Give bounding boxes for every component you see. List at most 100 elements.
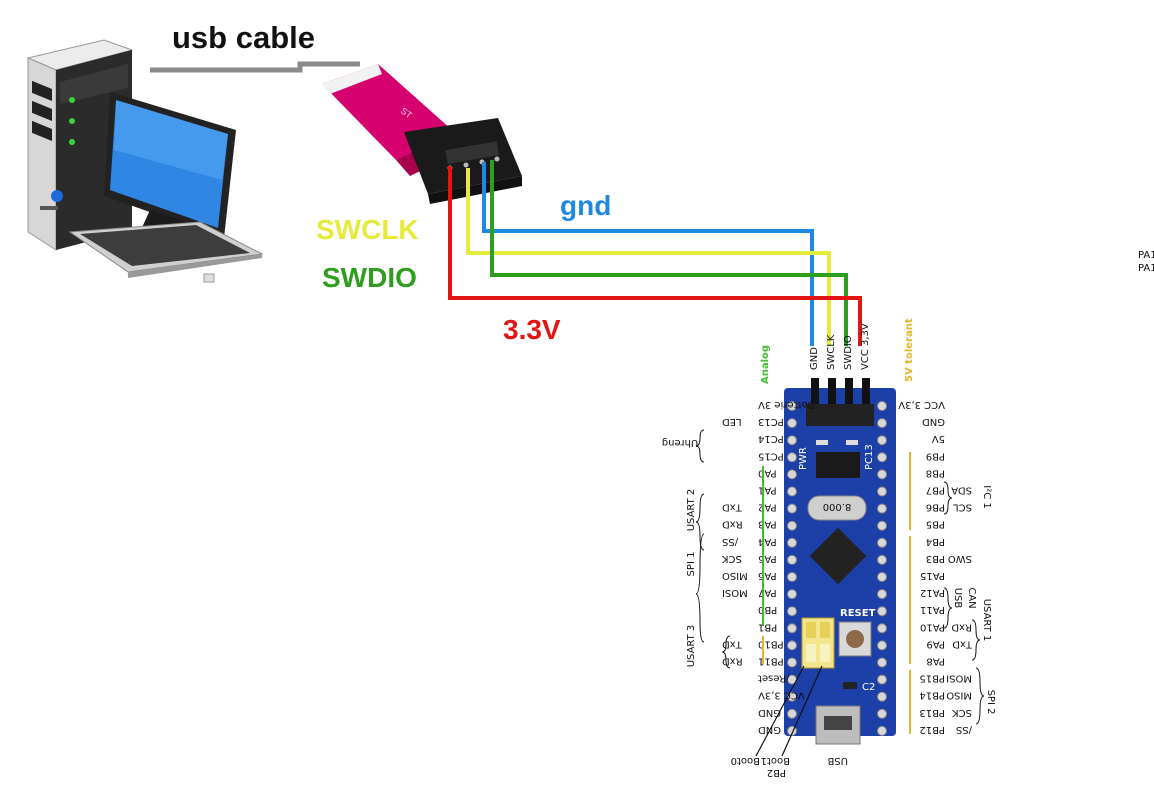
right-pin-label: GND [922, 416, 945, 427]
right-pin-label: PB3 [926, 553, 945, 564]
header-pin-labels: GND SWCLK SWDIO VCC 3,3V [809, 323, 871, 370]
left-pin-label: GND [758, 707, 781, 718]
usb-cable-label: usb cable [172, 20, 315, 55]
pwr-mark: PWR [798, 447, 809, 470]
left-pin-label: PA4 [758, 536, 777, 547]
right-pin-hole [877, 520, 887, 531]
left-pin-hole [787, 537, 797, 548]
left-pin-label: PA7 [758, 587, 777, 598]
group-uhreng: Uhreng [662, 437, 698, 448]
group-i2c1: I²C 1 [981, 485, 992, 508]
usb-label: USB [827, 755, 848, 766]
stray-text-1: PA1 [1138, 250, 1154, 261]
reset-mark: RESET [840, 608, 876, 619]
swdio-label: SWDIO [322, 262, 417, 293]
left-pin-function: SCK [722, 553, 742, 564]
left-pin-hole [787, 452, 797, 463]
group-usart2: USART 2 [686, 489, 697, 532]
crystal-mark: 8.000 [823, 501, 852, 512]
left-pin-label: PC14 [758, 433, 784, 444]
boot1-label: Boot1 [761, 755, 790, 766]
left-pin-hole [787, 554, 797, 565]
left-pin-function: TxD [722, 638, 743, 649]
left-group-labels: Uhreng USART 2 SPI 1 USART 3 [662, 437, 698, 667]
group-usart3: USART 3 [686, 625, 697, 668]
right-pin-label: PB14 [919, 690, 945, 701]
right-pin-function: TxD [952, 638, 973, 649]
right-pin-hole [877, 640, 887, 651]
right-pin-hole [877, 708, 887, 719]
left-pin-label: PB0 [758, 604, 777, 615]
left-pin-hole [787, 503, 797, 514]
left-pin-label: PA5 [758, 553, 777, 564]
right-pin-label: PA10 [920, 621, 945, 632]
right-pin-hole [877, 503, 887, 514]
left-pin-function: /SS [722, 536, 738, 547]
right-pin-label: PA12 [920, 587, 945, 598]
left-pin-function: LED [722, 416, 742, 427]
right-pin-label: PB13 [919, 707, 945, 718]
left-pin-hole [787, 606, 797, 617]
left-pin-hole [787, 469, 797, 480]
right-pin-label: PB5 [926, 519, 945, 530]
right-pin-function: MISO [946, 690, 972, 701]
right-pin-hole [877, 606, 887, 617]
left-braces [695, 429, 731, 669]
wire-gnd [482, 162, 814, 346]
right-pin-function: MOSI [946, 673, 972, 684]
left-pin-function: RxD [722, 656, 743, 667]
left-pin-label: PB1 [758, 621, 777, 632]
left-pin-label: PA6 [758, 570, 777, 581]
right-pin-hole [877, 674, 887, 685]
right-pin-label: PA15 [920, 570, 945, 581]
left-pin-hole [787, 520, 797, 531]
wires [448, 160, 862, 346]
c2-mark: C2 [862, 682, 875, 693]
right-pin-label: PB8 [926, 467, 945, 478]
right-pin-label: PB9 [926, 450, 945, 461]
left-pin-function: TxD [722, 502, 743, 513]
gnd-label: gnd [560, 190, 611, 221]
right-pin-label: VCC 3,3V [898, 399, 945, 410]
left-pin-label: PC15 [758, 450, 784, 461]
5v-tolerant-note: 5V tolerant [904, 318, 915, 382]
header-pin-vcc: VCC 3,3V [860, 323, 871, 370]
pc13-mark: PC13 [864, 444, 875, 470]
right-pin-hole [877, 537, 887, 548]
header-pin-swdio: SWDIO [843, 335, 854, 370]
right-pin-label: PB15 [919, 673, 945, 684]
right-pin-function: SDA [951, 485, 972, 496]
right-pin-function: SCK [952, 707, 972, 718]
right-pin-function: /SS [956, 724, 972, 735]
header-pin-swclk: SWCLK [826, 334, 837, 370]
right-pin-label: PB4 [926, 536, 945, 547]
right-pin-hole [877, 572, 887, 582]
right-pin-hole [877, 469, 887, 480]
right-pin-hole [877, 623, 887, 634]
left-pin-label: PA2 [758, 502, 777, 513]
right-pin-labels: VCC 3,3VGND5VPB9PB8PB7PB6PB5PB4PB3PA15PA… [898, 399, 945, 735]
right-pin-label: PA8 [926, 656, 945, 667]
left-pin-label: GND [758, 724, 781, 735]
right-pin-hole [877, 657, 887, 668]
right-pin-label: PB7 [926, 485, 945, 496]
header-pin-gnd: GND [809, 347, 820, 370]
left-pin-label: PB10 [758, 638, 784, 649]
right-pin-function: SCL [953, 502, 972, 513]
wire-3v3 [448, 166, 862, 346]
3v3-label: 3.3V [503, 314, 561, 345]
left-pin-hole [787, 589, 797, 600]
left-pin-labels: Batterie 3VPC13PC14PC15PA0PA1PA2PA3PA4PA… [758, 399, 815, 735]
left-pin-label: PA3 [758, 519, 777, 530]
right-pin-hole [877, 691, 887, 702]
right-pin-label: 5V [932, 433, 945, 444]
left-pin-function: MISO [722, 570, 748, 581]
right-group-labels: I²C 1 USB CAN USART 1 SPI 2 [952, 485, 996, 714]
stray-text-2: PA1 [1138, 263, 1154, 274]
left-pin-label: Batterie 3V [758, 399, 815, 410]
left-pin-hole [787, 486, 797, 497]
left-pin-hole [787, 435, 797, 446]
left-pin-hole [787, 418, 797, 429]
right-pin-function: RxD [951, 621, 972, 632]
